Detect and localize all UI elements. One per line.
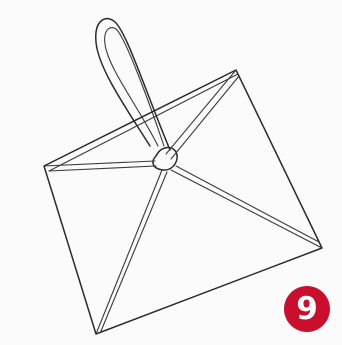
crease-top-right <box>166 70 236 154</box>
crease-right-double <box>176 166 319 242</box>
step-number-badge: 9 <box>284 286 330 332</box>
crease-left <box>44 161 155 166</box>
step-number: 9 <box>296 294 318 325</box>
crease-bottom <box>96 170 162 334</box>
crease-top-right-double <box>171 76 239 159</box>
center-knot <box>153 147 177 170</box>
crease-right <box>171 170 322 248</box>
outer-outline <box>44 70 322 334</box>
crease-left-double <box>49 166 156 171</box>
crease-bottom-double <box>101 172 167 331</box>
